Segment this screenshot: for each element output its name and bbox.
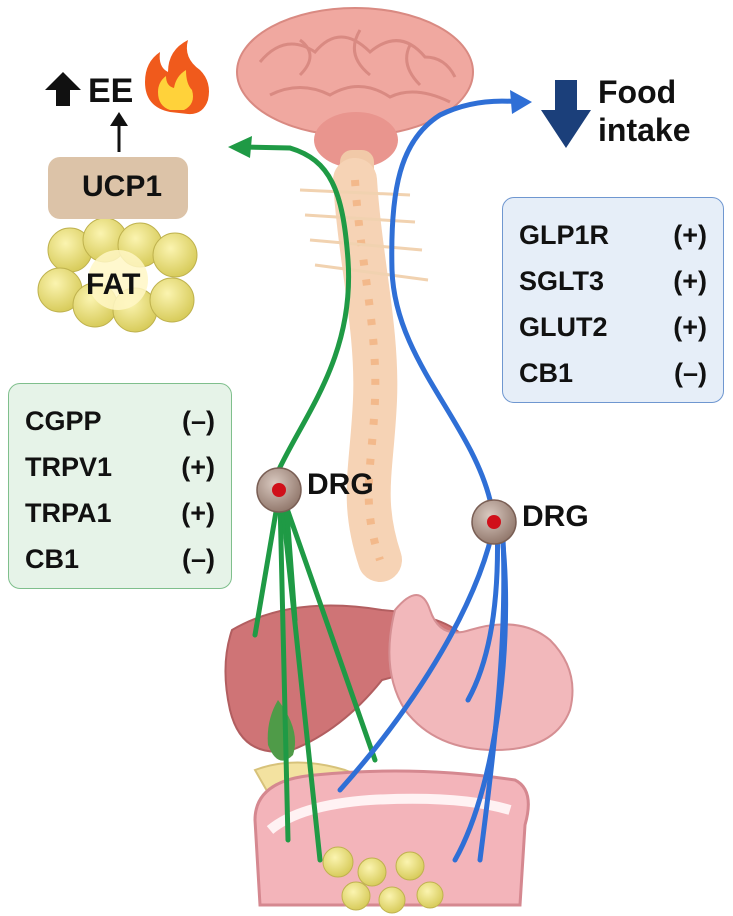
flame-icon — [145, 40, 209, 115]
ucp1-label: UCP1 — [82, 170, 163, 203]
drg-left-label: DRG — [307, 468, 374, 501]
drg-right-node — [471, 499, 517, 545]
blue-nerve-pathway — [337, 98, 523, 863]
list-item: GLP1R (+) — [503, 212, 723, 258]
receptor-name: GLP1R — [519, 220, 610, 250]
list-item: CGPP (–) — [9, 398, 231, 444]
receptor-sign: (+) — [673, 220, 707, 250]
left-receptor-box: CGPP (–) TRPV1 (+) TRPA1 (+) CB1 (–) — [8, 383, 232, 589]
receptor-sign: (–) — [182, 544, 215, 574]
receptor-name: TRPA1 — [25, 498, 112, 528]
ucp1-box — [48, 157, 188, 219]
receptor-name: CB1 — [519, 358, 574, 388]
fat-label: FAT — [86, 268, 141, 301]
receptor-sign: (+) — [673, 266, 707, 296]
blue-arrowhead-icon — [510, 90, 532, 114]
food-intake-label-line1: Food — [598, 74, 677, 110]
receptor-name: CGPP — [25, 406, 102, 436]
small-up-arrow-icon — [110, 112, 128, 152]
food-intake-label-line2: intake — [598, 112, 691, 148]
list-item: GLUT2 (+) — [503, 304, 723, 350]
spine-icon — [299, 158, 429, 582]
down-arrow-icon — [541, 80, 591, 148]
receptor-sign: (–) — [674, 358, 707, 388]
green-arrowhead-icon — [228, 136, 252, 158]
receptor-name: CB1 — [25, 544, 80, 574]
drg-right-label: DRG — [522, 500, 589, 533]
ee-label: EE — [88, 72, 134, 110]
right-receptor-box: GLP1R (+) SGLT3 (+) GLUT2 (+) CB1 (–) — [502, 197, 724, 403]
receptor-name: TRPV1 — [25, 452, 113, 482]
receptor-sign: (–) — [182, 406, 215, 436]
list-item: CB1 (–) — [503, 350, 723, 396]
list-item: TRPV1 (+) — [9, 444, 231, 490]
list-item: TRPA1 (+) — [9, 490, 231, 536]
list-item: CB1 (–) — [9, 536, 231, 582]
drg-left-node — [256, 467, 302, 513]
fat-cluster-icon — [37, 217, 198, 333]
fat-cells-icon — [322, 846, 444, 914]
receptor-sign: (+) — [181, 498, 215, 528]
green-nerve-pathway — [237, 144, 378, 863]
receptor-name: SGLT3 — [519, 266, 605, 296]
list-item: SGLT3 (+) — [503, 258, 723, 304]
receptor-sign: (+) — [181, 452, 215, 482]
receptor-sign: (+) — [673, 312, 707, 342]
receptor-name: GLUT2 — [519, 312, 608, 342]
up-arrow-icon — [45, 72, 81, 106]
